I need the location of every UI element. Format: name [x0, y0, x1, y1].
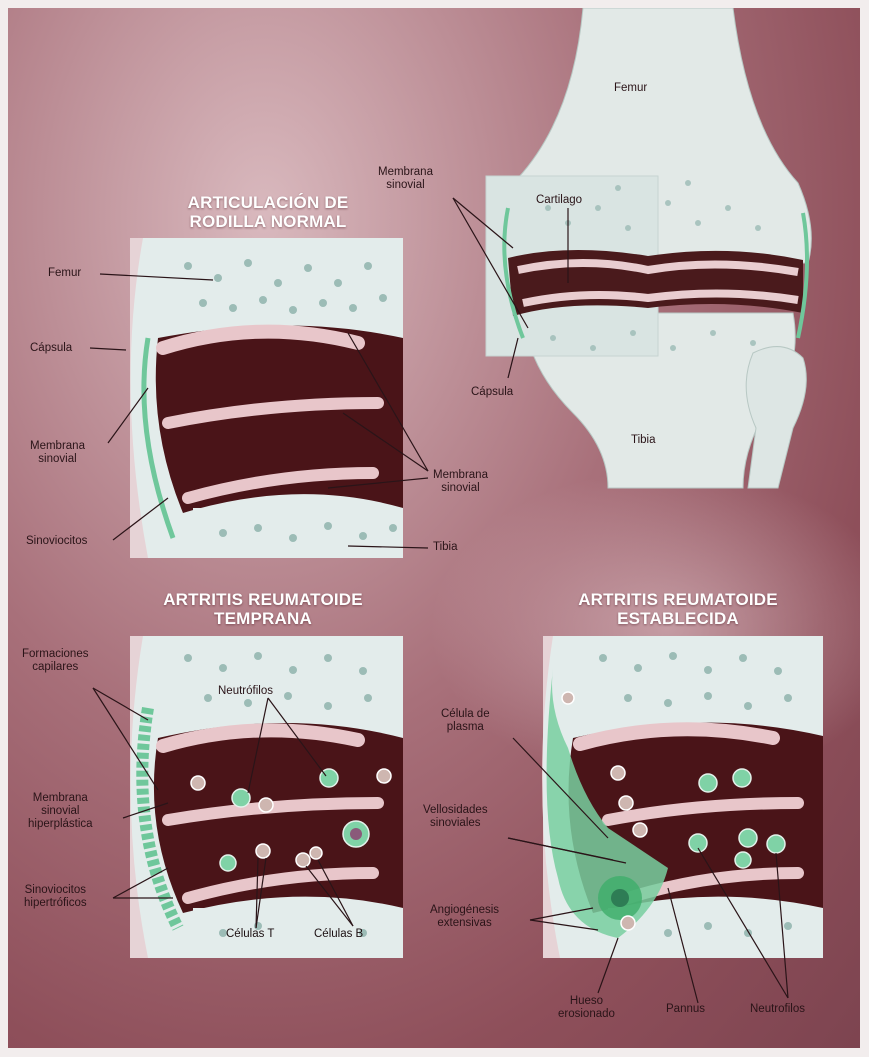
- early-label-neutrofilos: Neutrófilos: [218, 685, 273, 698]
- early-label-celulas-t: Células T: [226, 928, 274, 941]
- established-label-pannus: Pannus: [666, 1003, 705, 1016]
- title-established-text: ARTRITIS REUMATOIDE ESTABLECIDA: [578, 590, 778, 628]
- knee-label-capsula: Cápsula: [471, 386, 513, 399]
- knee-label-membrana: Membrana sinovial: [378, 166, 433, 192]
- knee-label-cartilago: Cartilago: [536, 194, 582, 207]
- established-label-plasma: Célula de plasma: [441, 708, 490, 734]
- early-label-sinoviocitos: Sinoviocitos hipertróficos: [24, 884, 87, 910]
- title-normal: ARTICULACIÓN DE RODILLA NORMAL: [158, 193, 378, 231]
- title-normal-text: ARTICULACIÓN DE RODILLA NORMAL: [188, 193, 349, 231]
- knee-fibula-shape: [746, 347, 806, 488]
- normal-label-membrana-left: Membrana sinovial: [30, 440, 85, 466]
- established-label-neutrofilos: Neutrofilos: [750, 1003, 805, 1016]
- knee-label-tibia: Tibia: [631, 434, 656, 447]
- established-label-hueso: Hueso erosionado: [558, 995, 615, 1021]
- title-early-text: ARTRITIS REUMATOIDE TEMPRANA: [163, 590, 363, 628]
- established-label-angiogenesis: Angiogénesis extensivas: [430, 904, 499, 930]
- early-label-formaciones: Formaciones capilares: [22, 648, 88, 674]
- title-early: ARTRITIS REUMATOIDE TEMPRANA: [138, 590, 388, 628]
- normal-label-femur: Femur: [48, 267, 81, 280]
- early-label-membrana: Membrana sinovial hiperplástica: [28, 792, 93, 831]
- normal-label-tibia: Tibia: [433, 541, 458, 554]
- illustration-frame: ARTICULACIÓN DE RODILLA NORMAL ARTRITIS …: [8, 8, 860, 1048]
- established-label-vellosidades: Vellosidades sinoviales: [423, 804, 488, 830]
- knee-joint-space: [508, 250, 803, 316]
- normal-label-sinoviocitos: Sinoviocitos: [26, 535, 87, 548]
- established-panel-art: [508, 636, 823, 1003]
- normal-panel-art: [90, 238, 428, 558]
- knee-label-femur: Femur: [614, 82, 647, 95]
- title-established: ARTRITIS REUMATOIDE ESTABLECIDA: [553, 590, 803, 628]
- normal-label-capsula: Cápsula: [30, 342, 72, 355]
- early-label-celulas-b: Células B: [314, 928, 363, 941]
- knee-overview-art: [8, 8, 860, 1048]
- normal-label-membrana-right: Membrana sinovial: [433, 469, 488, 495]
